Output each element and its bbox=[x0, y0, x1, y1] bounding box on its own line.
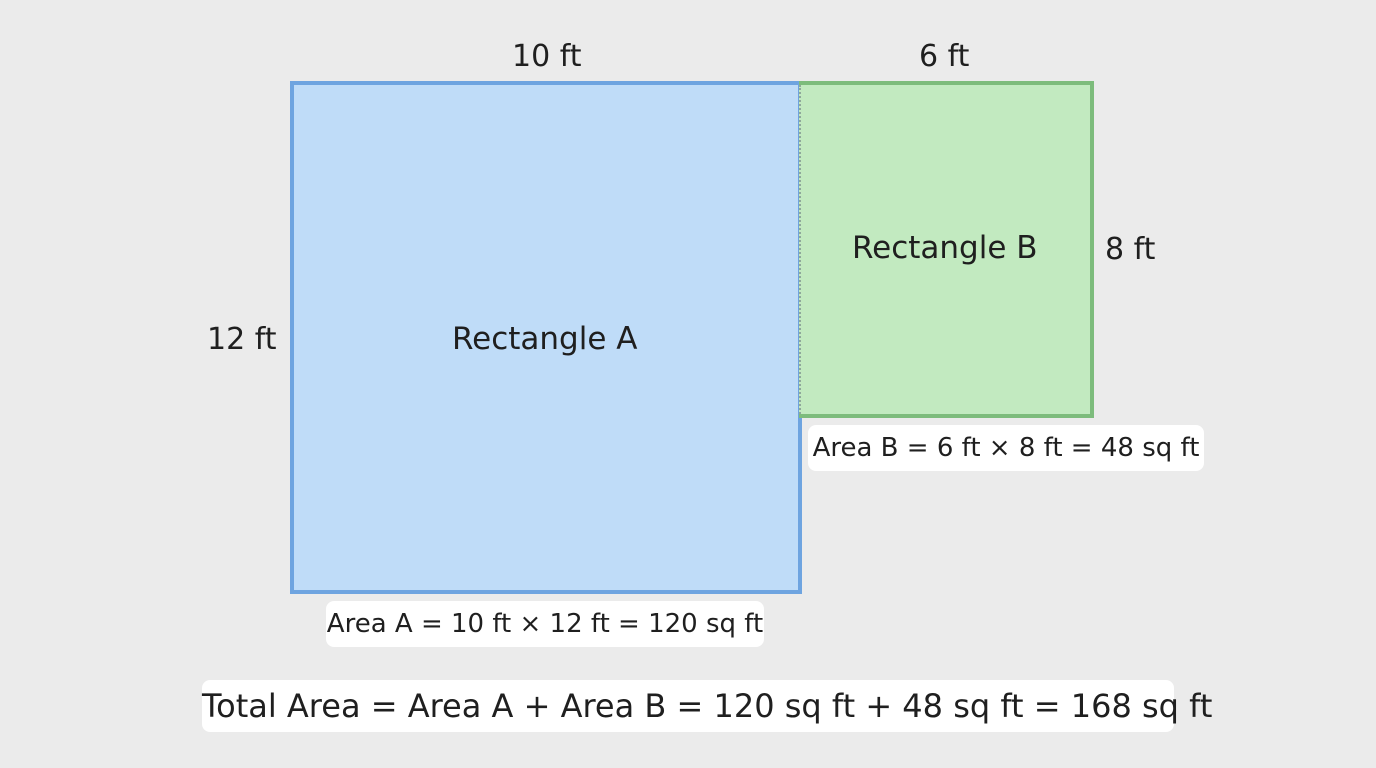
rectangle-a-height-label: 12 ft bbox=[207, 322, 277, 357]
rectangle-b bbox=[799, 81, 1094, 418]
total-area-calculation: Total Area = Area A + Area B = 120 sq ft… bbox=[202, 680, 1212, 732]
rectangle-b-width-label: 6 ft bbox=[919, 39, 970, 74]
area-b-calculation: Area B = 6 ft × 8 ft = 48 sq ft bbox=[808, 425, 1204, 471]
shared-edge-dotted-line bbox=[799, 85, 801, 414]
rectangle-b-label: Rectangle B bbox=[852, 230, 1038, 266]
rectangle-a bbox=[290, 81, 802, 594]
rectangle-a-width-label: 10 ft bbox=[512, 39, 582, 74]
rectangle-b-height-label: 8 ft bbox=[1105, 232, 1156, 267]
area-a-calculation: Area A = 10 ft × 12 ft = 120 sq ft bbox=[326, 601, 764, 647]
rectangle-a-label: Rectangle A bbox=[452, 321, 638, 357]
